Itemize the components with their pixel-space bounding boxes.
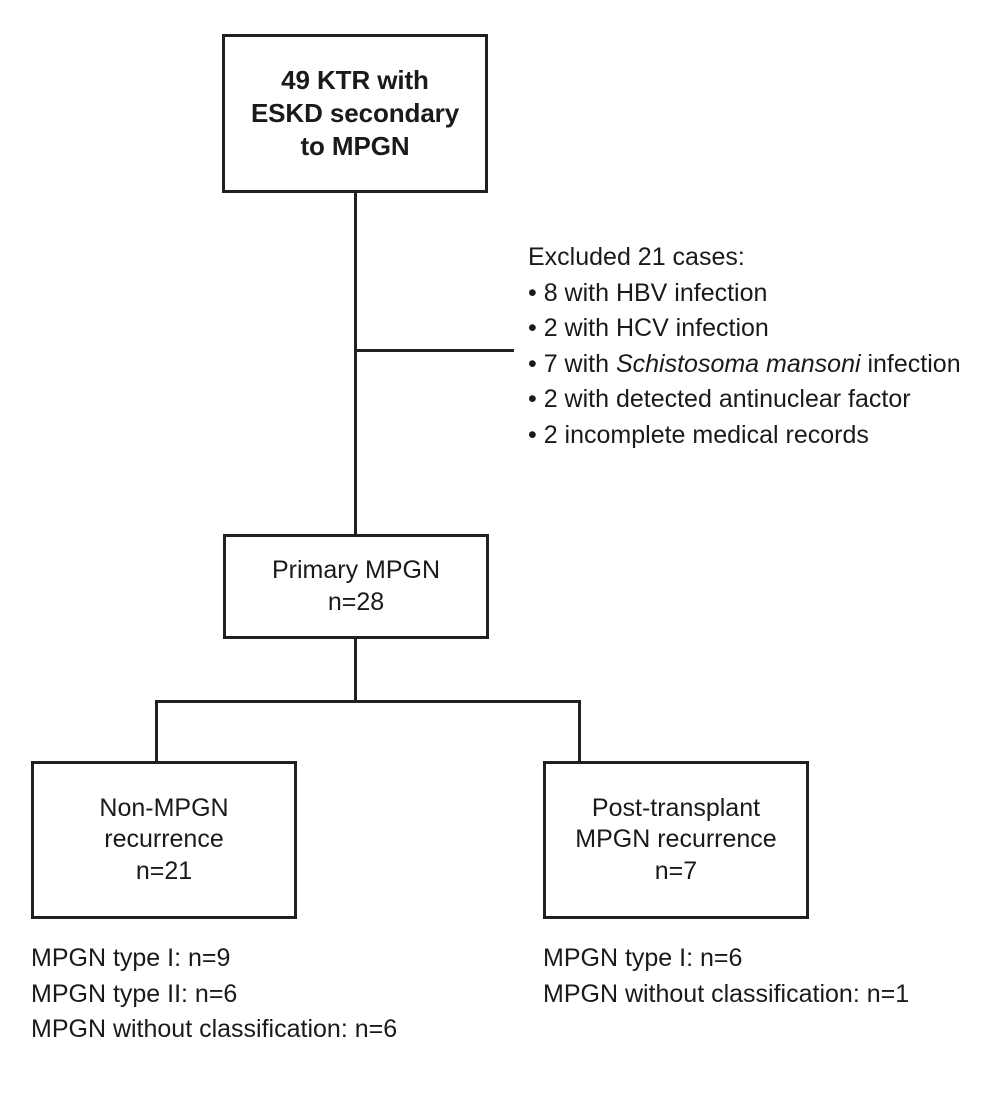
connector-primary-to-split: [354, 636, 357, 702]
footnote-non-mpgn-recurrence: MPGN type I: n=9 MPGN type II: n=6 MPGN …: [31, 941, 397, 1048]
footnote-right-line-2: MPGN without classification: n=1: [543, 979, 910, 1008]
node-non-mpgn-recurrence-line-3: n=21: [135, 856, 193, 885]
node-post-transplant-recurrence-line-2: MPGN recurrence: [575, 825, 777, 854]
node-post-transplant-recurrence-line-1: Post-transplant: [591, 793, 761, 822]
node-primary-mpgn-line-2: n=28: [327, 587, 385, 616]
connector-split-bar: [155, 700, 581, 703]
connector-cohort-to-primary: [354, 190, 357, 537]
node-primary-mpgn-line-1: Primary MPGN: [271, 556, 441, 584]
node-primary-mpgn: Primary MPGN n=28: [223, 534, 489, 639]
node-post-transplant-recurrence-line-3: n=7: [654, 856, 698, 885]
node-non-mpgn-recurrence-line-1: Non-MPGN: [99, 793, 229, 822]
node-post-transplant-recurrence: Post-transplant MPGN recurrence n=7: [543, 761, 809, 919]
node-cohort: 49 KTR with ESKD secondary to MPGN: [222, 34, 488, 193]
exclusion-item-antinuclear: 2 with detected antinuclear factor: [528, 382, 961, 418]
exclusion-item-schistosoma-post: infection: [860, 349, 961, 378]
exclusion-item-hcv: 2 with HCV infection: [528, 311, 961, 347]
footnote-right-line-1: MPGN type I: n=6: [543, 944, 743, 972]
footnote-post-transplant-recurrence: MPGN type I: n=6 MPGN without classifica…: [543, 941, 909, 1012]
connector-exclusion-branch: [354, 349, 514, 352]
exclusion-item-antinuclear-text: 2 with detected antinuclear factor: [543, 385, 911, 413]
exclusion-item-hbv: 8 with HBV infection: [528, 276, 961, 312]
exclusion-item-schistosoma: 7 with Schistosoma mansoni infection: [528, 347, 961, 383]
exclusion-heading: Excluded 21 cases:: [528, 243, 745, 271]
connector-drop-right: [578, 700, 581, 763]
exclusion-item-hcv-text: 2 with HCV infection: [543, 314, 769, 342]
node-cohort-line-3: to MPGN: [300, 130, 410, 161]
node-cohort-line-2: ESKD secondary: [250, 98, 460, 129]
exclusion-item-records-text: 2 incomplete medical records: [543, 420, 869, 449]
footnote-left-line-2: MPGN type II: n=6: [31, 979, 238, 1008]
node-non-mpgn-recurrence-line-2: recurrence: [104, 825, 224, 854]
exclusion-item-hbv-text: 8 with HBV infection: [543, 278, 768, 307]
footnote-left-line-3: MPGN without classification: n=6: [31, 1015, 398, 1043]
node-cohort-line-1: 49 KTR with: [281, 65, 429, 96]
node-non-mpgn-recurrence: Non-MPGN recurrence n=21: [31, 761, 297, 919]
exclusion-item-records: 2 incomplete medical records: [528, 418, 961, 454]
exclusion-item-schistosoma-species: Schistosoma mansoni: [615, 349, 861, 378]
footnote-left-line-1: MPGN type I: n=9: [31, 944, 231, 972]
exclusion-item-schistosoma-pre: 7 with: [543, 349, 616, 378]
exclusion-list: Excluded 21 cases: 8 with HBV infection …: [528, 240, 961, 453]
connector-drop-left: [155, 700, 158, 763]
